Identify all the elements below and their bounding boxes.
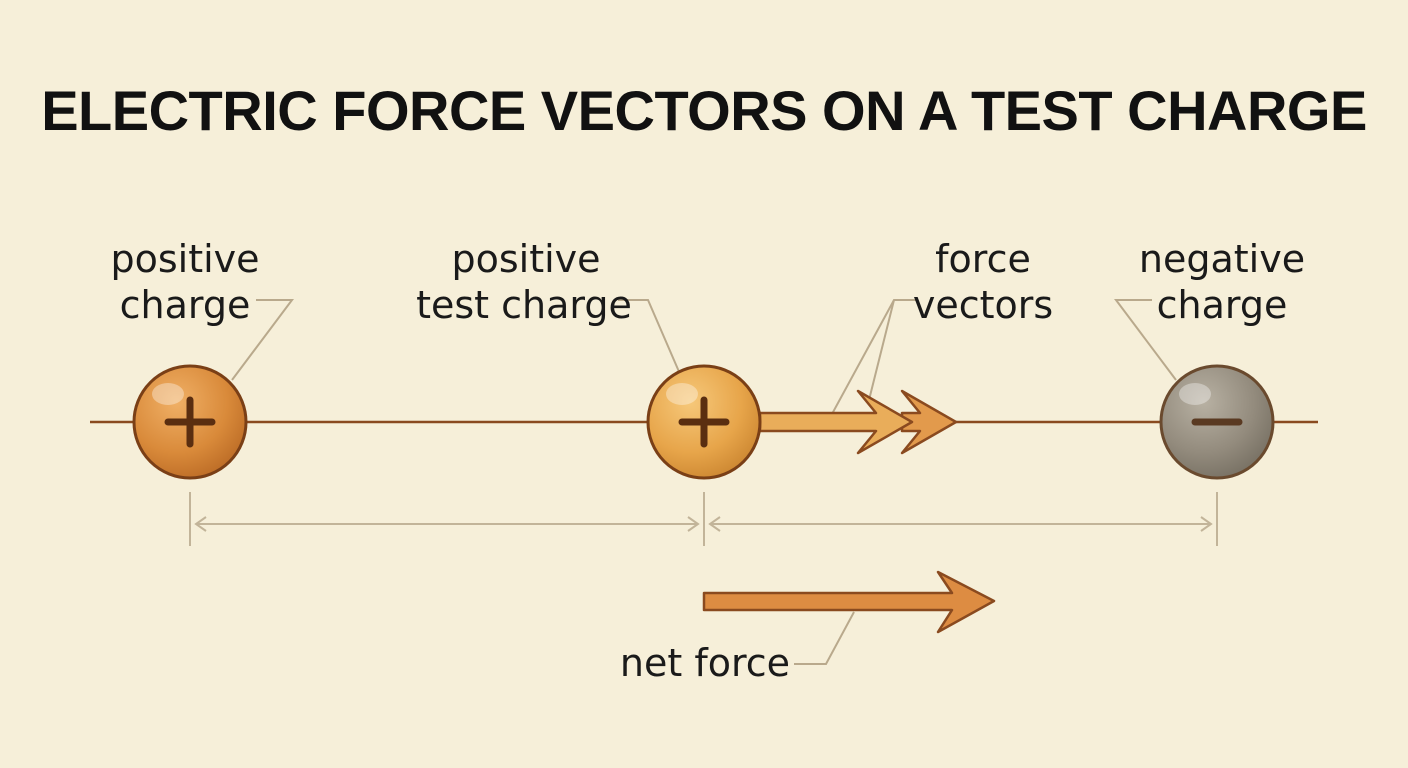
negative-charge <box>1159 364 1275 480</box>
plus-sign-icon <box>164 396 216 448</box>
distance-markers <box>189 492 1218 546</box>
leader-lines <box>231 299 1177 665</box>
plus-sign-icon <box>678 396 730 448</box>
page-title: ELECTRIC FORCE VECTORS ON A TEST CHARGE <box>41 79 1367 142</box>
label-force-vectors: force vectors <box>912 237 1054 327</box>
force-vector-arrows <box>758 389 958 455</box>
force-vector-attraction <box>900 389 958 455</box>
force-vector-repulsion <box>758 389 914 455</box>
label-net-force: net force <box>619 641 791 685</box>
label-test-charge: positive test charge <box>416 237 632 327</box>
net-force-arrow <box>702 570 996 634</box>
test-charge <box>646 364 762 480</box>
positive-charge <box>132 364 248 480</box>
label-negative-charge: negative charge <box>1138 237 1306 327</box>
label-positive-charge: positive charge <box>110 237 260 327</box>
